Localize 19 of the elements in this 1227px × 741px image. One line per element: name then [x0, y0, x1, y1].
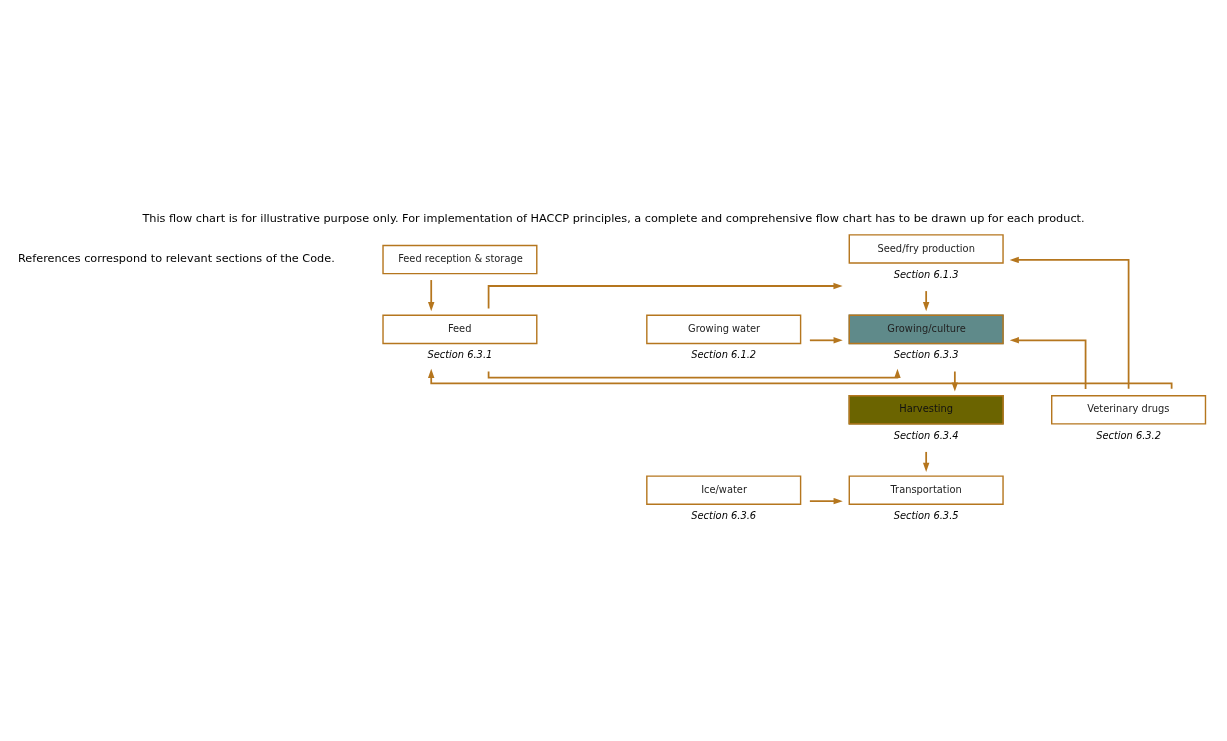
node-label: Section 6.3.2 — [1096, 429, 1162, 441]
node-label: Section 6.3.1 — [427, 348, 493, 360]
node-label: Section 6.3.6 — [691, 509, 757, 521]
node-label: Section 6.1.3 — [893, 268, 959, 280]
label: References correspond to relevant sections of the Code. — [17, 251, 335, 265]
node-label: Section 6.3.3 — [893, 348, 959, 360]
arrow — [809, 336, 843, 344]
node-label: Section 6.3.5 — [893, 509, 959, 521]
arrow — [487, 368, 901, 379]
arrow — [809, 497, 843, 504]
node-label: Section 6.3.4 — [893, 429, 959, 441]
arrow — [487, 282, 843, 309]
node-label: Section 6.1.2 — [691, 348, 757, 360]
arrow — [922, 289, 930, 311]
arrow — [1009, 336, 1087, 390]
arrow — [428, 278, 435, 311]
arrow — [1009, 256, 1130, 390]
arrow — [922, 450, 930, 472]
diagram-title: This flow chart is for illustrative purpose only. For implementation of HACCP principles, a complete and comprehensive flow chart has to be drawn up for each product. — [142, 211, 1085, 225]
